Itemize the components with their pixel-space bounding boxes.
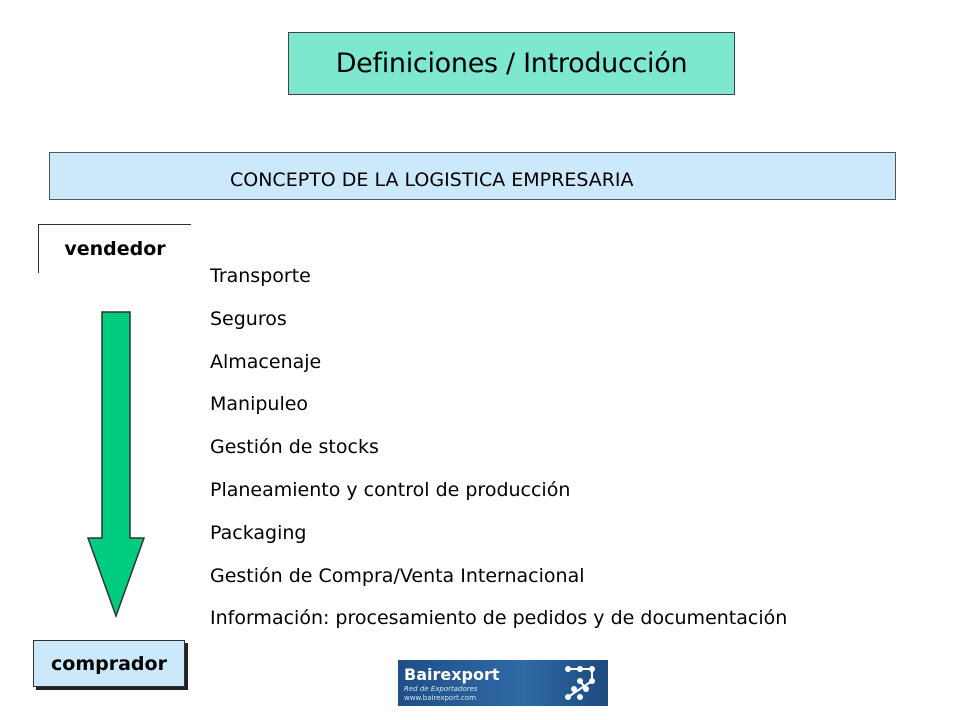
list-item: Gestión de stocks bbox=[210, 436, 379, 459]
bairexport-logo: Bairexport Red de Exportadores www.baire… bbox=[398, 660, 608, 706]
logo-url: www.bairexport.com bbox=[404, 694, 477, 702]
logistics-items-list: Transporte Seguros Almacenaje Manipuleo … bbox=[210, 262, 787, 647]
seller-box: vendedor bbox=[38, 224, 191, 273]
list-item: Seguros bbox=[210, 307, 287, 330]
concept-label: CONCEPTO DE LA LOGISTICA EMPRESARIA bbox=[230, 169, 634, 191]
down-arrow-icon bbox=[86, 311, 146, 619]
list-item: Manipuleo bbox=[210, 393, 309, 416]
logo-tagline: Red de Exportadores bbox=[404, 685, 478, 693]
list-item: Gestión de Compra/Venta Internacional bbox=[210, 564, 585, 587]
list-item: Información: procesamiento de pedidos y … bbox=[210, 607, 788, 630]
buyer-box: comprador bbox=[33, 640, 185, 687]
list-item: Packaging bbox=[210, 521, 307, 544]
concept-banner: CONCEPTO DE LA LOGISTICA EMPRESARIA bbox=[49, 152, 896, 200]
list-item: Almacenaje bbox=[210, 350, 322, 373]
list-item: Planeamiento y control de producción bbox=[210, 478, 571, 501]
logo-mark-icon bbox=[565, 666, 595, 700]
list-item: Transporte bbox=[210, 265, 311, 287]
slide-title: Definiciones / Introducción bbox=[288, 32, 735, 95]
logo-brand: Bairexport bbox=[404, 665, 500, 684]
